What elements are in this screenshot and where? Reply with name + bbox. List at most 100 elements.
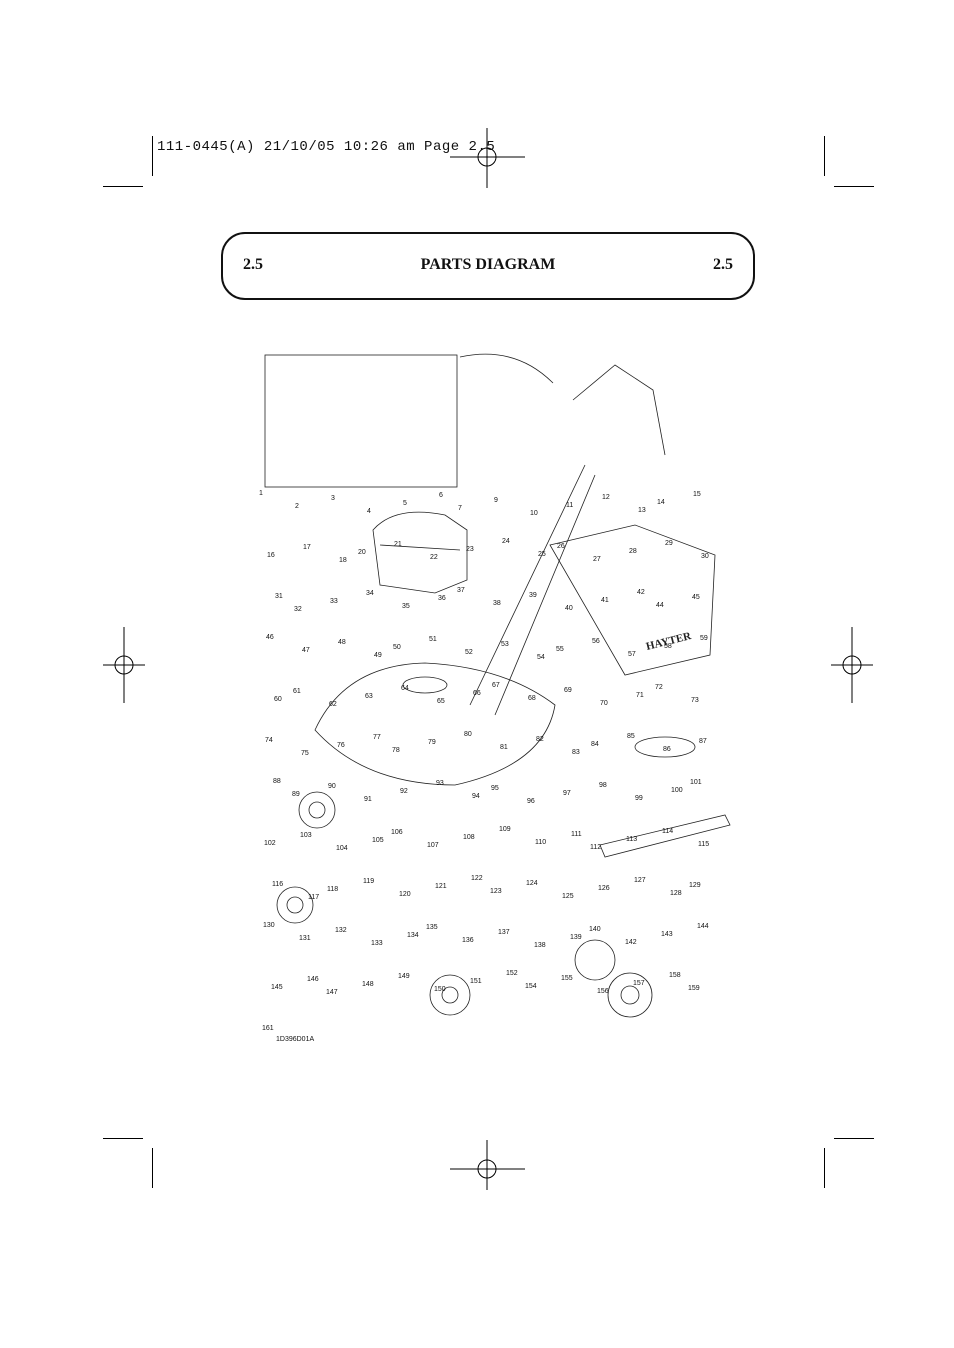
part-number-label: 112 <box>590 844 601 851</box>
part-number-label: 42 <box>637 589 645 596</box>
part-number-label: 37 <box>457 587 465 594</box>
part-number-label: 137 <box>498 929 510 936</box>
part-number-label: 54 <box>537 654 545 661</box>
part-number-label: 124 <box>526 880 538 887</box>
part-number-label: 133 <box>371 940 383 947</box>
part-number-labels: 1234567910111213141516171820212223242526… <box>259 490 709 1032</box>
crop-mark <box>824 1148 825 1188</box>
part-number-label: 77 <box>373 734 381 741</box>
part-number-label: 127 <box>634 877 646 884</box>
part-number-label: 93 <box>436 780 444 787</box>
part-number-label: 48 <box>338 639 346 646</box>
part-number-label: 40 <box>565 605 573 612</box>
part-number-label: 31 <box>275 593 283 600</box>
part-number-label: 148 <box>362 981 374 988</box>
part-number-label: 66 <box>473 690 481 697</box>
part-number-label: 61 <box>293 688 301 695</box>
part-number-label: 142 <box>625 939 637 946</box>
part-number-label: 5 <box>403 500 407 507</box>
part-number-label: 60 <box>274 696 282 703</box>
part-number-label: 38 <box>493 600 501 607</box>
part-number-label: 119 <box>363 878 374 885</box>
part-number-label: 143 <box>661 931 673 938</box>
part-number-label: 145 <box>271 984 283 991</box>
part-number-label: 56 <box>592 638 600 645</box>
part-number-label: 45 <box>692 594 700 601</box>
part-number-label: 4 <box>367 508 371 515</box>
part-number-label: 47 <box>302 647 310 654</box>
part-number-label: 105 <box>372 837 384 844</box>
part-number-label: 27 <box>593 556 601 563</box>
part-number-label: 14 <box>657 499 665 506</box>
part-number-label: 159 <box>688 985 700 992</box>
part-number-label: 76 <box>337 742 345 749</box>
part-number-label: 101 <box>690 779 702 786</box>
part-number-label: 130 <box>263 922 275 929</box>
part-number-label: 144 <box>697 923 709 930</box>
part-number-label: 33 <box>330 598 338 605</box>
parts-diagram-drawing: HAYTER 123456791011121314151617182021222… <box>259 353 731 1032</box>
part-number-label: 102 <box>264 840 276 847</box>
part-number-label: 35 <box>402 603 410 610</box>
part-number-label: 62 <box>329 701 337 708</box>
part-number-label: 109 <box>499 826 511 833</box>
part-number-label: 138 <box>534 942 546 949</box>
part-number-label: 90 <box>328 783 336 790</box>
part-number-label: 126 <box>598 885 610 892</box>
part-number-label: 136 <box>462 937 474 944</box>
part-number-label: 10 <box>530 510 538 517</box>
part-number-label: 135 <box>426 924 438 931</box>
part-number-label: 65 <box>437 698 445 705</box>
part-number-label: 116 <box>272 881 283 888</box>
part-number-label: 30 <box>701 553 709 560</box>
part-number-label: 63 <box>365 693 373 700</box>
part-number-label: 147 <box>326 989 338 996</box>
part-number-label: 108 <box>463 834 475 841</box>
part-number-label: 151 <box>470 978 482 985</box>
part-number-label: 146 <box>307 976 319 983</box>
part-number-label: 161 <box>262 1025 274 1032</box>
crop-mark <box>824 136 825 176</box>
part-number-label: 97 <box>563 790 571 797</box>
page-title: PARTS DIAGRAM <box>420 256 556 273</box>
part-number-label: 46 <box>266 634 274 641</box>
part-number-label: 28 <box>629 548 637 555</box>
part-number-label: 118 <box>327 886 338 893</box>
part-number-label: 156 <box>597 988 609 995</box>
part-number-label: 98 <box>599 782 607 789</box>
part-number-label: 34 <box>366 590 374 597</box>
part-number-label: 81 <box>500 744 508 751</box>
part-number-label: 52 <box>465 649 473 656</box>
part-number-label: 24 <box>502 538 510 545</box>
part-number-label: 2 <box>295 503 299 510</box>
part-number-label: 117 <box>308 894 319 901</box>
part-number-label: 158 <box>669 972 681 979</box>
part-number-label: 128 <box>670 890 682 897</box>
part-number-label: 36 <box>438 595 446 602</box>
part-number-label: 92 <box>400 788 408 795</box>
part-number-label: 121 <box>435 883 447 890</box>
part-number-label: 18 <box>339 557 347 564</box>
part-number-label: 23 <box>466 546 474 553</box>
part-number-label: 96 <box>527 798 535 805</box>
part-number-label: 89 <box>292 791 300 798</box>
part-number-label: 58 <box>664 643 672 650</box>
part-number-label: 64 <box>401 685 409 692</box>
part-number-label: 3 <box>331 495 335 502</box>
part-number-label: 103 <box>300 832 312 839</box>
part-number-label: 74 <box>265 737 273 744</box>
part-number-label: 120 <box>399 891 411 898</box>
part-number-label: 70 <box>600 700 608 707</box>
crop-mark <box>103 186 143 187</box>
crop-mark <box>834 186 874 187</box>
part-number-label: 123 <box>490 888 502 895</box>
crop-mark <box>834 1138 874 1139</box>
part-number-label: 111 <box>571 831 582 838</box>
part-number-label: 80 <box>464 731 472 738</box>
part-number-label: 44 <box>656 602 664 609</box>
part-number-label: 131 <box>299 935 311 942</box>
part-number-label: 7 <box>458 505 462 512</box>
part-number-label: 107 <box>427 842 439 849</box>
part-number-label: 50 <box>393 644 401 651</box>
part-number-label: 75 <box>301 750 309 757</box>
